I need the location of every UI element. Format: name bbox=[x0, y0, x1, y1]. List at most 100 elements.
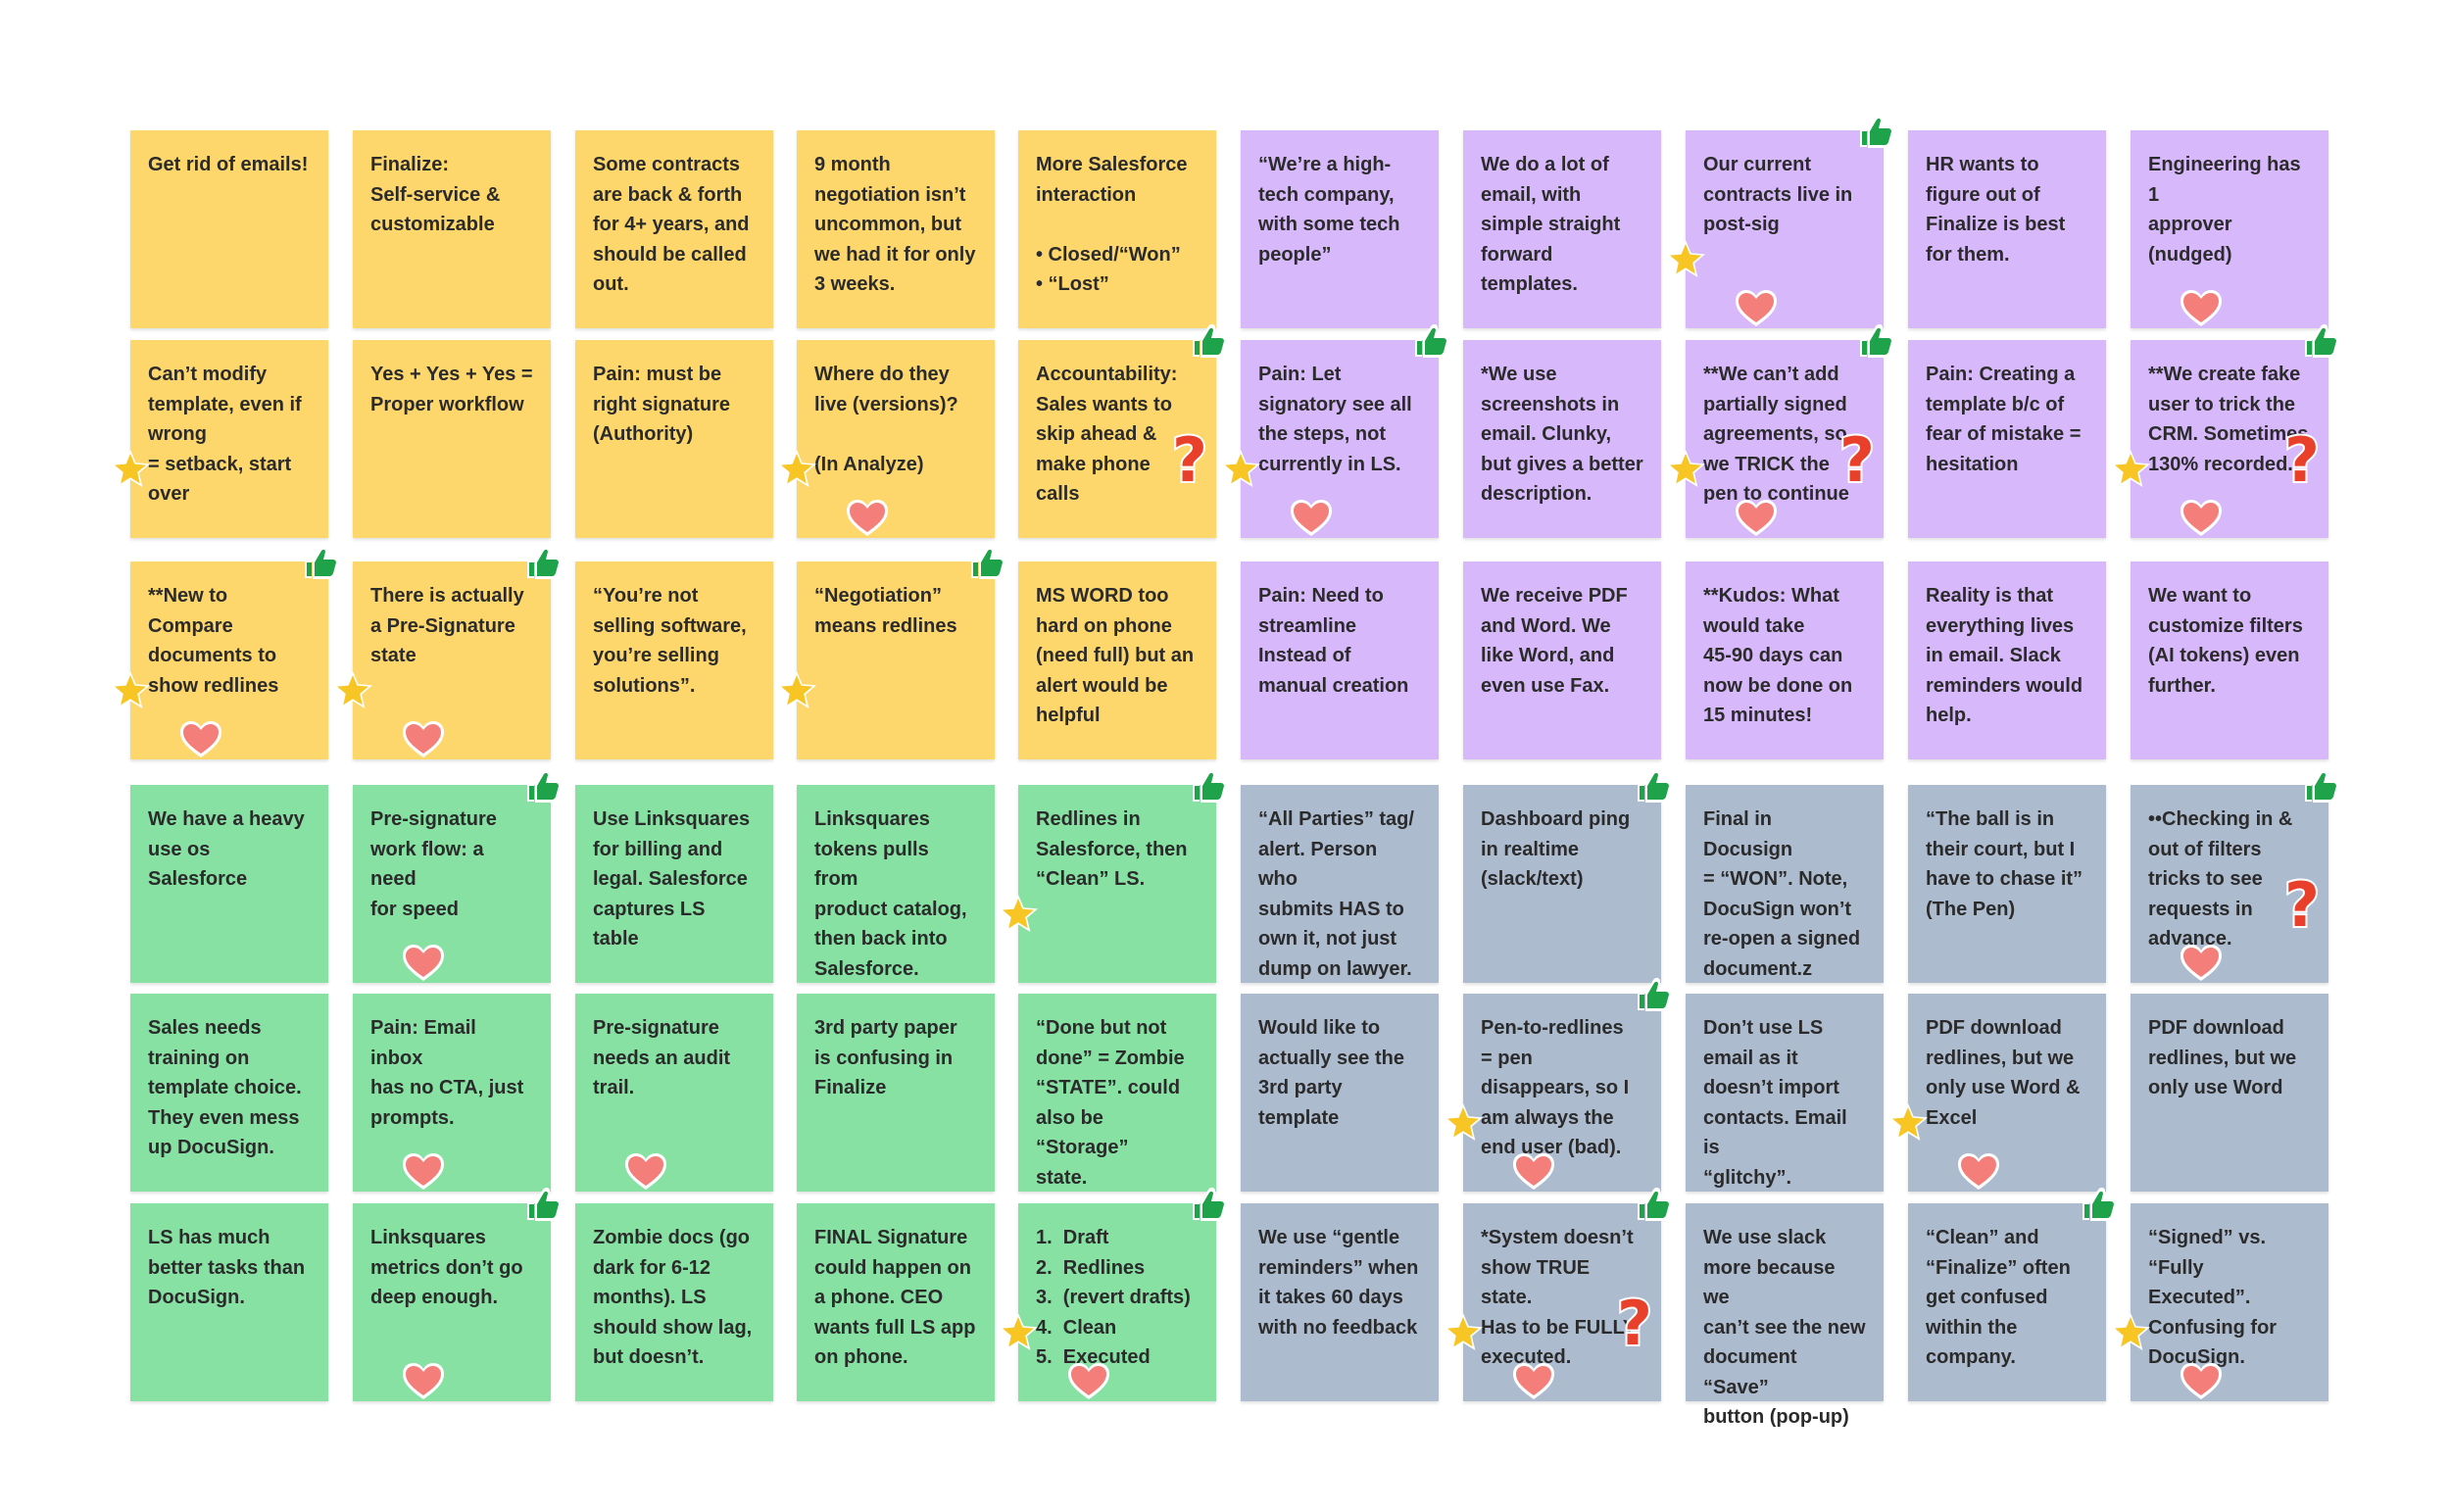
sticky-note-text: FINAL Signature could happen on a phone.… bbox=[814, 1227, 976, 1368]
sticky-note[interactable]: Some contracts are back & forth for 4+ y… bbox=[575, 130, 773, 328]
sticky-note-text: Pen-to-redlines = pen disappears, so I a… bbox=[1481, 1017, 1630, 1158]
sticky-note-text: Would like to actually see the 3rd party… bbox=[1258, 1017, 1404, 1129]
sticky-note[interactable]: Pre-signature work flow: a need for spee… bbox=[353, 785, 551, 983]
sticky-note[interactable]: We want to customize filters (AI tokens)… bbox=[2131, 561, 2328, 759]
star-icon bbox=[1442, 1311, 1485, 1354]
star-icon bbox=[1664, 448, 1707, 491]
sticky-note[interactable]: Sales needs training on template choice.… bbox=[130, 994, 328, 1192]
thumbs-up-icon bbox=[519, 540, 564, 585]
heart-icon bbox=[2180, 1362, 2223, 1401]
sticky-note[interactable]: Pre-signature needs an audit trail. bbox=[575, 994, 773, 1192]
sticky-note[interactable]: Reality is that everything lives in emai… bbox=[1908, 561, 2106, 759]
sticky-note[interactable]: LS has much better tasks than DocuSign. bbox=[130, 1203, 328, 1401]
sticky-note[interactable]: “We’re a high- tech company, with some t… bbox=[1241, 130, 1439, 328]
sticky-note[interactable]: “Negotiation” means redlines bbox=[797, 561, 995, 759]
sticky-note[interactable]: Can’t modify template, even if wrong = s… bbox=[130, 340, 328, 538]
heart-icon bbox=[1735, 499, 1778, 538]
sticky-note-text: 3rd party paper is confusing in Finalize bbox=[814, 1017, 957, 1098]
sticky-note[interactable]: Use Linksquares for billing and legal. S… bbox=[575, 785, 773, 983]
sticky-note[interactable]: Where do they live (versions)? (In Analy… bbox=[797, 340, 995, 538]
sticky-note[interactable]: We use “gentle reminders” when it takes … bbox=[1241, 1203, 1439, 1401]
sticky-note[interactable]: Get rid of emails! bbox=[130, 130, 328, 328]
sticky-note-text: HR wants to figure out of Finalize is be… bbox=[1926, 154, 2066, 266]
heart-icon bbox=[1957, 1152, 2000, 1192]
sticky-note[interactable]: *We use screenshots in email. Clunky, bu… bbox=[1463, 340, 1661, 538]
sticky-note[interactable]: Pen-to-redlines = pen disappears, so I a… bbox=[1463, 994, 1661, 1192]
sticky-note[interactable]: **We can’t add partially signed agreemen… bbox=[1686, 340, 1884, 538]
sticky-note[interactable]: 1. Draft 2. Redlines 3. (revert drafts) … bbox=[1018, 1203, 1216, 1401]
sticky-note-text: Pre-signature needs an audit trail. bbox=[593, 1017, 731, 1098]
sticky-note[interactable]: PDF download redlines, but we only use W… bbox=[2131, 994, 2328, 1192]
sticky-note-text: **New to Compare documents to show redli… bbox=[148, 585, 279, 697]
sticky-note[interactable]: “The ball is in their court, but I have … bbox=[1908, 785, 2106, 983]
sticky-note[interactable]: Dashboard ping in realtime (slack/text) bbox=[1463, 785, 1661, 983]
svg-text:?: ? bbox=[2284, 428, 2320, 493]
sticky-note[interactable]: We have a heavy use os Salesforce bbox=[130, 785, 328, 983]
sticky-note[interactable]: Pain: Creating a template b/c of fear of… bbox=[1908, 340, 2106, 538]
star-icon bbox=[997, 893, 1040, 936]
sticky-note[interactable]: Zombie docs (go dark for 6-12 months). L… bbox=[575, 1203, 773, 1401]
sticky-note[interactable]: We use slack more because we can’t see t… bbox=[1686, 1203, 1884, 1428]
sticky-note[interactable]: Would like to actually see the 3rd party… bbox=[1241, 994, 1439, 1192]
sticky-note-text: Where do they live (versions)? (In Analy… bbox=[814, 364, 958, 475]
sticky-note[interactable]: “Signed” vs. “Fully Executed”. Confusing… bbox=[2131, 1203, 2328, 1401]
heart-icon bbox=[1290, 499, 1333, 538]
sticky-note[interactable]: Our current contracts live in post-sig bbox=[1686, 130, 1884, 328]
sticky-note-text: Pain: must be right signature (Authority… bbox=[593, 364, 731, 445]
sticky-note[interactable]: More Salesforce interaction • Closed/“Wo… bbox=[1018, 130, 1216, 328]
thumbs-up-icon bbox=[1185, 1182, 1230, 1227]
sticky-note[interactable]: There is actually a Pre-Signature state bbox=[353, 561, 551, 759]
sticky-note[interactable]: Pain: must be right signature (Authority… bbox=[575, 340, 773, 538]
sticky-note[interactable]: FINAL Signature could happen on a phone.… bbox=[797, 1203, 995, 1401]
sticky-note[interactable]: **Kudos: What would take 45-90 days can … bbox=[1686, 561, 1884, 759]
sticky-note[interactable]: Final in Docusign = “WON”. Note, DocuSig… bbox=[1686, 785, 1884, 983]
heart-icon bbox=[846, 499, 889, 538]
sticky-note[interactable]: Pain: Email inbox has no CTA, just promp… bbox=[353, 994, 551, 1192]
sticky-note-text: Pain: Email inbox has no CTA, just promp… bbox=[370, 1017, 524, 1129]
sticky-note[interactable]: *System doesn’t show TRUE state. Has to … bbox=[1463, 1203, 1661, 1401]
sticky-note[interactable]: Yes + Yes + Yes = Proper workflow bbox=[353, 340, 551, 538]
heart-icon bbox=[402, 1362, 445, 1401]
sticky-note[interactable]: We do a lot of email, with simple straig… bbox=[1463, 130, 1661, 328]
sticky-note[interactable]: “Clean” and “Finalize” often get confuse… bbox=[1908, 1203, 2106, 1401]
sticky-note[interactable]: Redlines in Salesforce, then “Clean” LS. bbox=[1018, 785, 1216, 983]
sticky-note[interactable]: MS WORD too hard on phone (need full) bu… bbox=[1018, 561, 1216, 759]
sticky-note[interactable]: We receive PDF and Word. We like Word, a… bbox=[1463, 561, 1661, 759]
sticky-note-text: 9 month negotiation isn’t uncommon, but … bbox=[814, 154, 976, 295]
thumbs-up-icon bbox=[2297, 318, 2342, 364]
sticky-note[interactable]: Pain: Need to streamline Instead of manu… bbox=[1241, 561, 1439, 759]
sticky-note[interactable]: Accountability: Sales wants to skip ahea… bbox=[1018, 340, 1216, 538]
sticky-note-text: There is actually a Pre-Signature state bbox=[370, 585, 524, 666]
sticky-note[interactable]: Don’t use LS email as it doesn’t import … bbox=[1686, 994, 1884, 1192]
sticky-note[interactable]: **New to Compare documents to show redli… bbox=[130, 561, 328, 759]
sticky-note[interactable]: PDF download redlines, but we only use W… bbox=[1908, 994, 2106, 1192]
sticky-note-text: **We can’t add partially signed agreemen… bbox=[1703, 364, 1849, 505]
thumbs-up-icon bbox=[1185, 763, 1230, 808]
sticky-note[interactable]: Finalize: Self-service & customizable bbox=[353, 130, 551, 328]
svg-text:?: ? bbox=[1172, 428, 1207, 493]
sticky-note[interactable]: **We create fake user to trick the CRM. … bbox=[2131, 340, 2328, 538]
sticky-note-text: We want to customize filters (AI tokens)… bbox=[2148, 585, 2303, 697]
sticky-note[interactable]: ••Checking in & out of filters tricks to… bbox=[2131, 785, 2328, 983]
sticky-note[interactable]: “Done but not done” = Zombie “STATE”. co… bbox=[1018, 994, 1216, 1192]
svg-text:?: ? bbox=[1617, 1292, 1652, 1356]
sticky-note[interactable]: 3rd party paper is confusing in Finalize bbox=[797, 994, 995, 1192]
sticky-note[interactable]: “You’re not selling software, you’re sel… bbox=[575, 561, 773, 759]
sticky-note-text: Dashboard ping in realtime (slack/text) bbox=[1481, 808, 1631, 890]
sticky-note-text: Accountability: Sales wants to skip ahea… bbox=[1036, 364, 1178, 505]
sticky-note[interactable]: “All Parties” tag/ alert. Person who sub… bbox=[1241, 785, 1439, 983]
thumbs-up-icon bbox=[2075, 1182, 2120, 1227]
sticky-note-text: PDF download redlines, but we only use W… bbox=[1926, 1017, 2081, 1129]
question-mark-icon: ? bbox=[1610, 1286, 1659, 1361]
sticky-note[interactable]: Linksquares metrics don’t go deep enough… bbox=[353, 1203, 551, 1401]
sticky-note[interactable]: Linksquares tokens pulls from product ca… bbox=[797, 785, 995, 983]
sticky-note-text: Pain: Creating a template b/c of fear of… bbox=[1926, 364, 2082, 475]
thumbs-up-icon bbox=[519, 763, 564, 808]
sticky-note[interactable]: 9 month negotiation isn’t uncommon, but … bbox=[797, 130, 995, 328]
heart-icon bbox=[402, 1152, 445, 1192]
sticky-note[interactable]: Pain: Let signatory see all the steps, n… bbox=[1241, 340, 1439, 538]
sticky-note-text: We do a lot of email, with simple straig… bbox=[1481, 154, 1621, 295]
sticky-note[interactable]: HR wants to figure out of Finalize is be… bbox=[1908, 130, 2106, 328]
sticky-note[interactable]: Engineering has 1 approver (nudged) bbox=[2131, 130, 2328, 328]
star-icon bbox=[1219, 448, 1262, 491]
